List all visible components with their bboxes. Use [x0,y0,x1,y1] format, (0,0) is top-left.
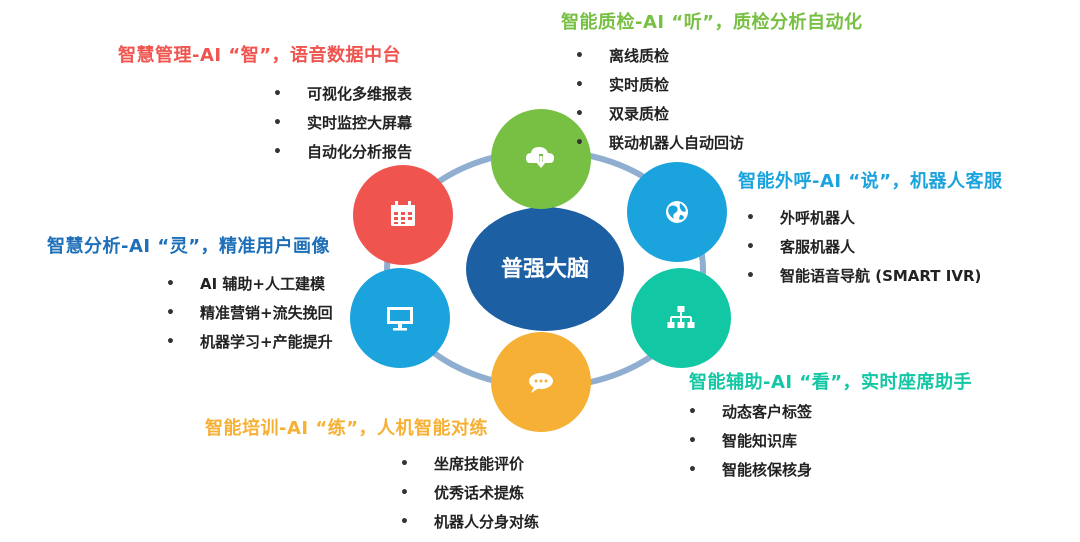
list-item: 智能核保核身 [688,456,812,485]
quality-title: 智能质检-AI “听”，质检分析自动化 [561,12,863,33]
node-outbound [627,162,727,262]
list-item: 精准营销+流失挽回 [166,299,333,328]
list-item: 坐席技能评价 [400,450,539,479]
node-management [353,165,453,265]
assist-list: 动态客户标签 智能知识库 智能核保核身 [688,398,812,485]
monitor-icon [387,307,413,331]
node-analysis [350,268,450,368]
list-item: 优秀话术提炼 [400,479,539,508]
list-item: 智能语音导航 (SMART IVR) [746,262,981,291]
list-item: 离线质检 [575,42,744,71]
outbound-title: 智能外呼-AI “说”，机器人客服 [738,171,1003,192]
analysis-title: 智慧分析-AI “灵”，精准用户画像 [47,236,331,257]
list-item: 外呼机器人 [746,204,981,233]
node-assist [631,268,731,368]
outbound-list: 外呼机器人 客服机器人 智能语音导航 (SMART IVR) [746,204,981,291]
list-item: 智能知识库 [688,427,812,456]
list-item: 双录质检 [575,100,744,129]
assist-title: 智能辅助-AI “看”，实时座席助手 [689,372,973,393]
calendar-icon [391,201,415,226]
list-item: AI 辅助+人工建模 [166,270,333,299]
management-title: 智慧管理-AI “智”，语音数据中台 [118,45,402,66]
list-item: 动态客户标签 [688,398,812,427]
list-item: 可视化多维报表 [273,80,412,109]
list-item: 机器学习+产能提升 [166,328,333,357]
management-list: 可视化多维报表 实时监控大屏幕 自动化分析报告 [273,80,412,167]
center-circle [466,207,624,331]
list-item: 客服机器人 [746,233,981,262]
list-item: 实时质检 [575,71,744,100]
node-training [491,332,591,432]
cloud-download-icon [526,147,554,168]
quality-list: 离线质检 实时质检 双录质检 联动机器人自动回访 [575,42,744,158]
list-item: 实时监控大屏幕 [273,109,412,138]
org-chart-icon [667,306,695,328]
list-item: 自动化分析报告 [273,138,412,167]
center-label: 普强大脑 [500,257,589,282]
node-quality [491,109,591,209]
list-item: 机器人分身对练 [400,508,539,537]
globe-icon [666,201,688,223]
list-item: 联动机器人自动回访 [575,129,744,158]
training-title: 智能培训-AI “练”，人机智能对练 [205,418,489,439]
analysis-list: AI 辅助+人工建模 精准营销+流失挽回 机器学习+产能提升 [166,270,333,357]
training-list: 坐席技能评价 优秀话术提炼 机器人分身对练 [400,450,539,537]
chat-bubble-icon [529,373,553,393]
